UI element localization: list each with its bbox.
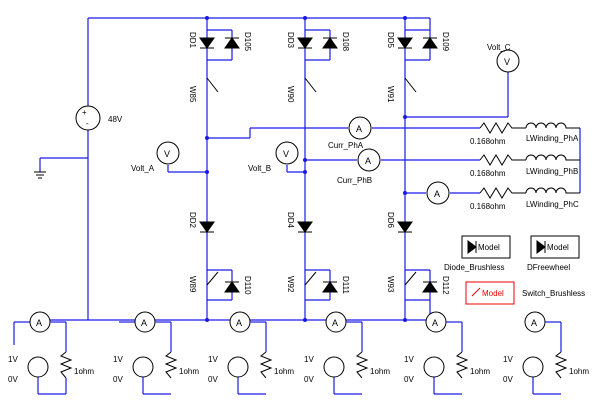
svg-text:A: A [236,318,242,328]
label-d108: D108 [341,32,350,52]
phase-outputs [167,72,581,194]
phase-leg-c [397,18,438,320]
svg-text:1ohm: 1ohm [569,367,589,376]
svg-text:1V: 1V [208,355,218,364]
r-label-b: 0.168ohm [470,169,506,178]
ammeter-phc[interactable]: A [426,181,450,205]
label-w93: W93 [386,276,395,293]
label-dd5: DD5 [386,32,395,49]
voltmeter-b[interactable]: V Volt_B [248,141,299,173]
svg-text:1V: 1V [8,355,18,364]
svg-text:A: A [141,318,147,328]
label-w92: W92 [286,276,295,293]
label-w89: W89 [188,276,197,293]
svg-text:Volt_B: Volt_B [248,164,271,173]
label-dd6: DD6 [386,212,395,229]
svg-text:1ohm: 1ohm [274,367,294,376]
source-label: 48V [108,115,123,124]
phase-leg-b [297,18,338,320]
svg-text:1ohm: 1ohm [74,367,94,376]
model-diode-brushless[interactable]: Model Diode_Brushless [444,235,511,272]
lwinding-c-label: LWinding_PhC [526,200,579,209]
label-d105: D105 [243,32,252,52]
label-w85: W85 [188,86,197,103]
r-label-a: 0.168ohm [470,137,506,146]
voltmeter-icon: V [504,57,510,67]
svg-text:1V: 1V [113,355,123,364]
lwinding-b-label: LWinding_PhB [526,167,578,176]
label-d109: D109 [441,32,450,52]
voltmeter-icon: V [283,149,289,159]
svg-text:0V: 0V [503,375,513,384]
svg-text:Curr_PhA: Curr_PhA [328,141,364,150]
junction-dots [205,16,407,322]
svg-text:A: A [432,318,438,328]
dc-source-48v[interactable]: + - 48V [75,105,123,131]
driver-6: A 1V 0V 1ohm [503,311,589,395]
svg-text:0V: 0V [113,375,123,384]
svg-text:0V: 0V [208,375,218,384]
label-d112: D112 [441,276,450,295]
voltmeter-icon: V [164,149,170,159]
svg-text:1V: 1V [404,355,414,364]
label-dd3: DD3 [286,32,295,49]
svg-text:0V: 0V [404,375,414,384]
svg-text:1ohm: 1ohm [470,367,490,376]
svg-text:DFreewheel: DFreewheel [527,263,570,272]
svg-text:1ohm: 1ohm [179,367,199,376]
svg-text:0V: 0V [8,375,18,384]
svg-text:Switch_Brushless: Switch_Brushless [522,289,585,298]
phase-leg-a [199,18,240,320]
svg-text:A: A [332,318,338,328]
ammeter-pha[interactable]: A Curr_PhA [328,116,372,150]
label-dd2: DD2 [188,212,197,229]
driver-2: A 1V 0V 1ohm [113,311,199,395]
model-switch-brushless[interactable]: Model Switch_Brushless [465,281,585,305]
label-w91: W91 [386,86,395,103]
label-dd4: DD4 [286,212,295,229]
svg-text:0V: 0V [304,375,314,384]
ammeter-icon: A [365,156,371,166]
driver-1: A 1V 0V 1ohm [8,311,94,395]
svg-text:Curr_PhB: Curr_PhB [337,176,372,185]
label-d111: D111 [341,276,350,294]
voltmeter-c[interactable]: V Volt_C [487,43,520,73]
driver-3: A 1V 0V 1ohm [208,311,294,395]
r-label-c: 0.168ohm [470,202,506,211]
label-d110: D110 [243,276,252,295]
svg-text:-: - [86,119,89,128]
voltmeter-a[interactable]: V Volt_A [131,141,180,173]
svg-text:1ohm: 1ohm [370,367,390,376]
svg-text:Volt_C: Volt_C [487,43,511,52]
svg-text:Model: Model [478,243,500,252]
label-dd1: DD1 [188,32,197,49]
svg-text:A: A [531,318,537,328]
load-windings: 0.168ohm 0.168ohm 0.168ohm LWinding_PhA … [470,122,580,211]
ammeter-icon: A [356,124,362,134]
gate-drivers: A 1V 0V 1ohm A 1V 0V 1ohm [8,311,589,395]
ammeter-icon: A [36,318,42,328]
ammeter-phb[interactable]: A Curr_PhB [337,148,381,185]
svg-text:Volt_A: Volt_A [131,164,155,173]
model-dfreewheel[interactable]: Model DFreewheel [527,235,580,272]
svg-text:Model: Model [482,289,504,298]
svg-text:1V: 1V [503,355,513,364]
driver-5: A 1V 0V 1ohm [404,311,490,395]
label-w90: W90 [286,86,295,103]
svg-text:Model: Model [547,243,569,252]
svg-text:1V: 1V [304,355,314,364]
svg-text:Diode_Brushless: Diode_Brushless [444,263,504,272]
lwinding-a-label: LWinding_PhA [526,134,579,143]
ammeter-icon: A [434,189,440,199]
driver-4: A 1V 0V 1ohm [304,311,390,395]
svg-text:+: + [82,108,87,117]
